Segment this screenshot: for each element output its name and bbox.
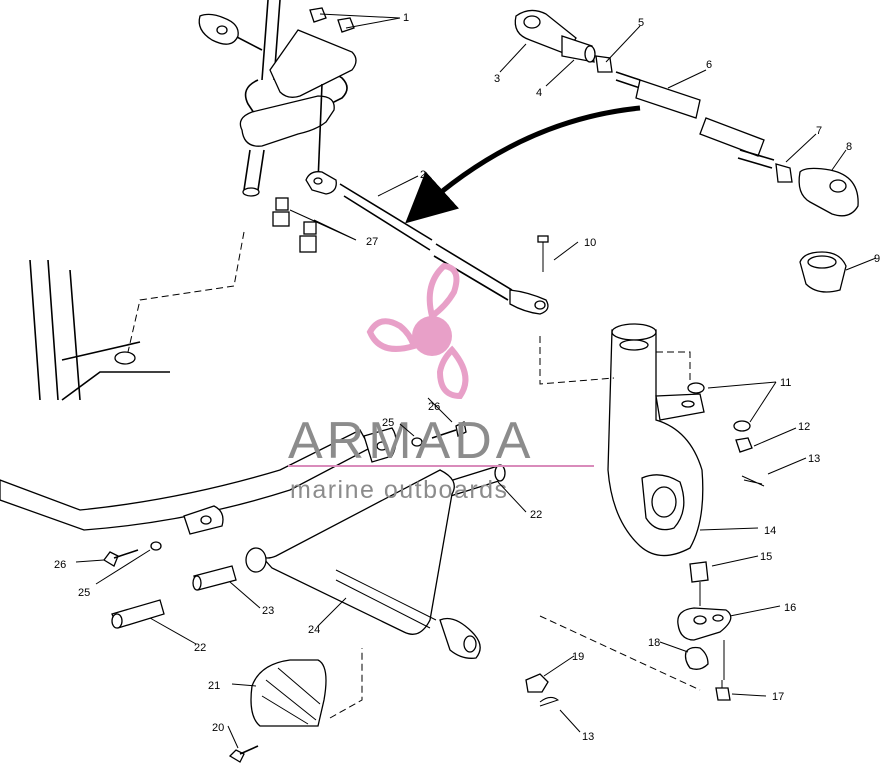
steering-post (198, 0, 357, 197)
tie-rod-2 (305, 171, 549, 315)
callout-8: 8 (846, 141, 852, 153)
callout-6: 6 (706, 59, 712, 71)
frame-left (29, 231, 245, 401)
callout-13: 13 (808, 453, 820, 465)
nut-19-cotter-13 (525, 673, 560, 707)
callout-10: 10 (584, 237, 596, 249)
castle-nuts-27 (272, 197, 317, 253)
bushings-22-23 (111, 464, 506, 629)
callout-11: 11 (780, 377, 791, 389)
callout-19: 19 (572, 651, 584, 663)
callout-16: 16 (784, 602, 796, 614)
callout-26-upper: 26 (428, 401, 440, 413)
callout-1: 1 (403, 12, 409, 24)
propeller-blade-icon (366, 318, 418, 352)
propeller-blade-icon (426, 262, 460, 322)
callout-2: 2 (420, 169, 426, 181)
propeller-hub-icon (412, 316, 452, 356)
callout-9: 9 (874, 253, 880, 265)
bolts-25-26 (103, 421, 467, 567)
callout-21: 21 (208, 680, 220, 692)
guard-21 (228, 648, 363, 763)
callout-20: 20 (212, 722, 224, 734)
callout-25-upper: 25 (382, 417, 394, 429)
callout-26: 26 (54, 559, 66, 571)
callout-22-upper: 22 (530, 509, 542, 521)
callout-17: 17 (772, 691, 784, 703)
callout-4: 4 (536, 87, 542, 99)
armada-logo (366, 262, 469, 400)
callout-5: 5 (638, 17, 644, 29)
callout-15: 15 (760, 551, 772, 563)
callout-18: 18 (648, 637, 660, 649)
hardware-11-12-13 (687, 382, 765, 487)
ball-joint (539, 561, 732, 701)
watermark-name: ARMADA (288, 412, 534, 470)
callout-7: 7 (816, 125, 822, 137)
callout-3: 3 (494, 73, 500, 85)
assembly-arrow (405, 105, 641, 224)
callout-12: 12 (798, 421, 810, 433)
watermark-tagline: marine outboards (290, 476, 509, 504)
callout-24: 24 (308, 624, 320, 636)
a-arm-24 (245, 469, 481, 659)
leader-lines (75, 13, 877, 749)
callout-27: 27 (366, 236, 378, 248)
callout-23: 23 (262, 605, 274, 617)
tie-rod-end-assembly (514, 9, 859, 217)
frame-rail (0, 427, 397, 535)
pin-10 (537, 235, 549, 272)
callout-labels: 1 2 3 4 5 6 7 8 9 10 11 12 13 14 15 16 1… (54, 12, 880, 743)
propeller-blade-icon (436, 345, 469, 400)
callout-13-lower: 13 (582, 731, 594, 743)
bushing-9 (799, 251, 847, 293)
callout-22: 22 (194, 642, 206, 654)
callout-14: 14 (764, 525, 776, 537)
callout-25: 25 (78, 587, 90, 599)
spindle-14 (539, 323, 705, 557)
